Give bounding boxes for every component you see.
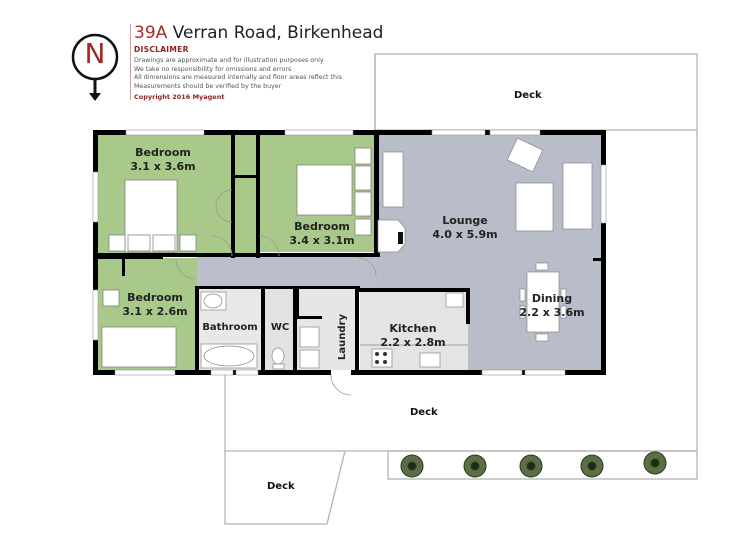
room-name: Bathroom bbox=[202, 322, 258, 333]
room-name: Bedroom bbox=[135, 146, 191, 159]
room-bedroom-3: Bedroom 3.1 x 2.6m bbox=[115, 291, 195, 319]
room-name: Lounge bbox=[442, 214, 488, 227]
plants bbox=[400, 451, 667, 478]
disclaimer-line: We take no responsibility for omissions … bbox=[134, 65, 292, 73]
room-name: Kitchen bbox=[389, 322, 437, 335]
room-wc: WC bbox=[265, 321, 295, 335]
room-bathroom: Bathroom bbox=[200, 321, 260, 335]
room-bedroom-2: Bedroom 3.4 x 3.1m bbox=[282, 220, 362, 248]
disclaimer-line: Drawings are approximate and for illustr… bbox=[134, 57, 324, 64]
room-size: 3.4 x 3.1m bbox=[289, 234, 355, 247]
room-size: 3.1 x 3.6m bbox=[130, 160, 196, 173]
deck-label-top: Deck bbox=[514, 90, 542, 101]
room-name: Bedroom bbox=[294, 220, 350, 233]
header-divider bbox=[130, 24, 131, 100]
room-bedroom-1: Bedroom 3.1 x 3.6m bbox=[123, 146, 203, 174]
room-size: 4.0 x 5.9m bbox=[432, 228, 498, 241]
room-name: WC bbox=[270, 322, 290, 333]
compass-letter: N bbox=[84, 37, 106, 70]
disclaimer-line: Measurements should be verified by the b… bbox=[134, 82, 282, 90]
room-name: Dining bbox=[531, 292, 573, 305]
page-title: 39A Verran Road, Birkenhead bbox=[134, 23, 383, 43]
room-kitchen: Kitchen 2.2 x 2.8m bbox=[373, 322, 453, 350]
room-dining: Dining 2.2 x 3.6m bbox=[512, 292, 592, 320]
room-size: 3.1 x 2.6m bbox=[122, 305, 188, 318]
deck-label-middle: Deck bbox=[410, 407, 438, 418]
north-compass: N bbox=[66, 33, 126, 105]
disclaimer-line: All dimensions are measured internally a… bbox=[134, 74, 343, 81]
compass-icon bbox=[71, 33, 119, 101]
room-name: Bedroom bbox=[127, 291, 183, 304]
room-laundry: Laundry bbox=[336, 307, 350, 367]
room-size: 2.2 x 3.6m bbox=[519, 306, 585, 319]
room-size: 2.2 x 2.8m bbox=[380, 336, 446, 349]
room-lounge: Lounge 4.0 x 5.9m bbox=[425, 214, 505, 242]
deck-label-bottom: Deck bbox=[267, 481, 295, 492]
address-street: Verran Road, Birkenhead bbox=[167, 23, 384, 43]
room-name: Laundry bbox=[337, 314, 348, 360]
copyright: Copyright 2016 Myagent bbox=[134, 93, 225, 101]
disclaimer-text: Drawings are approximate and for illustr… bbox=[134, 57, 342, 91]
disclaimer-title: DISCLAIMER bbox=[134, 45, 189, 54]
address-number: 39A bbox=[134, 23, 168, 43]
